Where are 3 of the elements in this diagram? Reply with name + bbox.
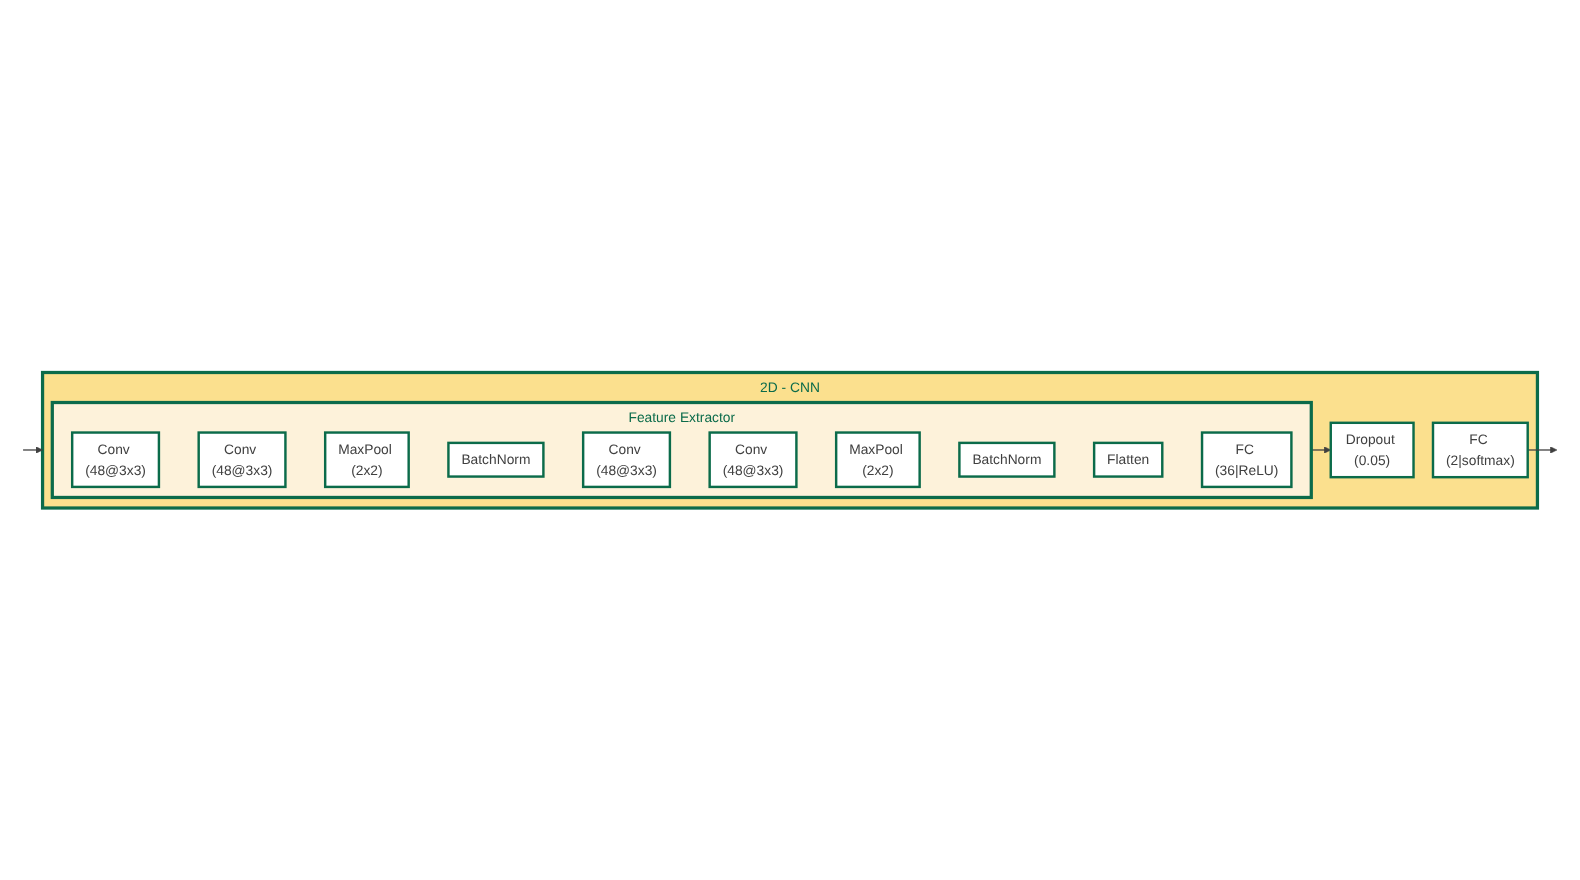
arrow [1527,446,1558,454]
arrow [22,446,43,454]
arrow [1310,446,1332,454]
